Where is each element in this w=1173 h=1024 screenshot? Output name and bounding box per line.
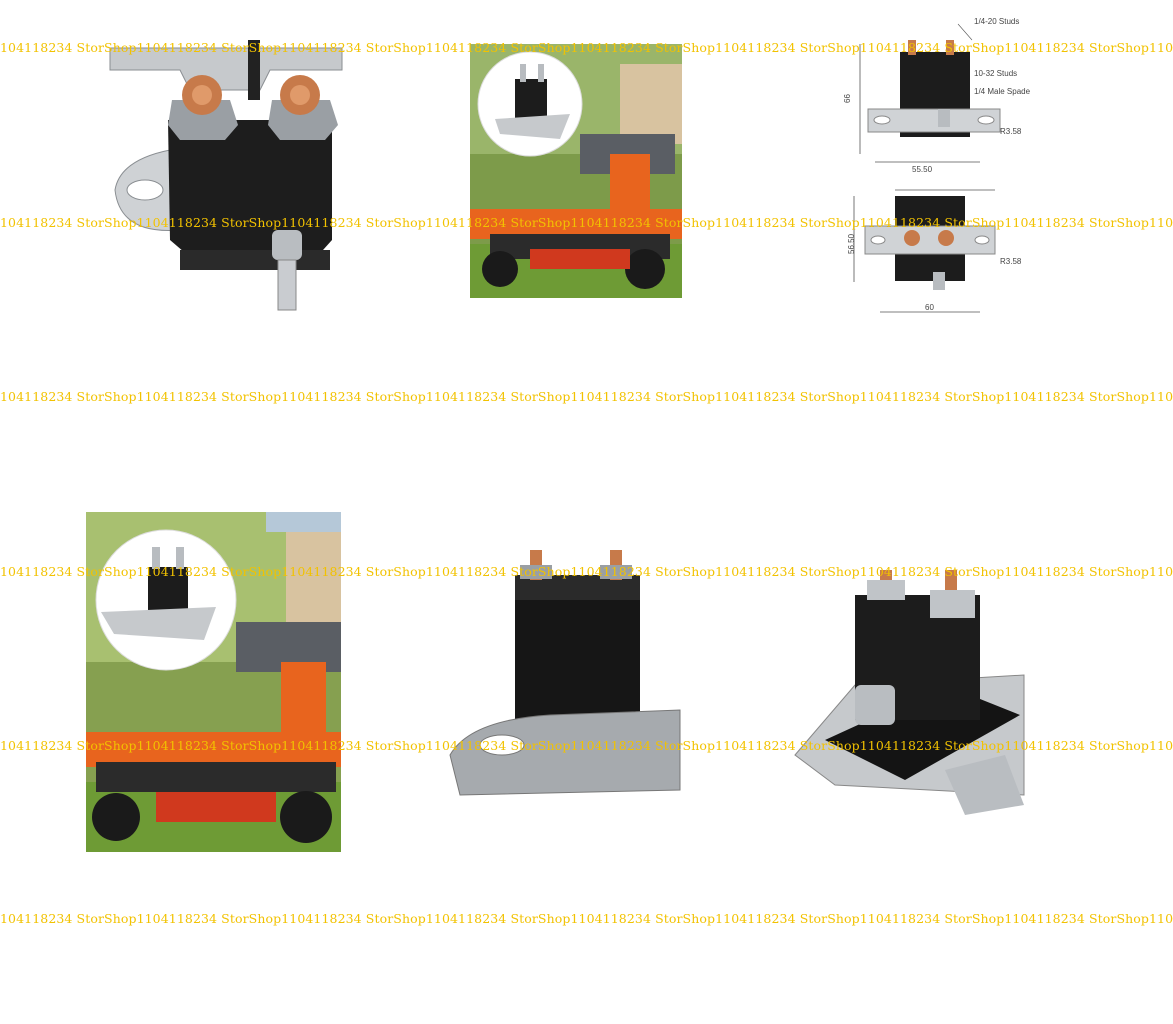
radius-bottom-label: R3.58 bbox=[1000, 257, 1022, 266]
small-stud-label: 10-32 Studs bbox=[974, 69, 1017, 78]
spade-label: 1/4 Male Spade bbox=[974, 87, 1031, 96]
solenoid-closeup-photo bbox=[109, 40, 343, 315]
radius-top-label: R3.58 bbox=[1000, 127, 1022, 136]
solenoid-angle-photo bbox=[794, 535, 1025, 815]
watermark-row-6: 104118234 StorShop1104118234 StorShop110… bbox=[0, 911, 1173, 926]
stud-label: 1/4-20 Studs bbox=[974, 17, 1019, 26]
height-label: 66 bbox=[843, 94, 852, 103]
dimension-drawing: 66 1/4-20 Studs 10-32 Studs 1/4 Male Spa… bbox=[840, 14, 1031, 324]
mower-with-inset-photo bbox=[470, 44, 682, 298]
height-bottom-label: 56.50 bbox=[847, 233, 856, 254]
solenoid-side-photo bbox=[440, 545, 685, 810]
watermark-row-3: 104118234 StorShop1104118234 StorShop110… bbox=[0, 389, 1173, 404]
mower-with-inset-photo-large bbox=[86, 512, 341, 852]
width-top-label: 55.50 bbox=[912, 165, 933, 174]
width-bottom-label: 60 bbox=[925, 303, 934, 312]
